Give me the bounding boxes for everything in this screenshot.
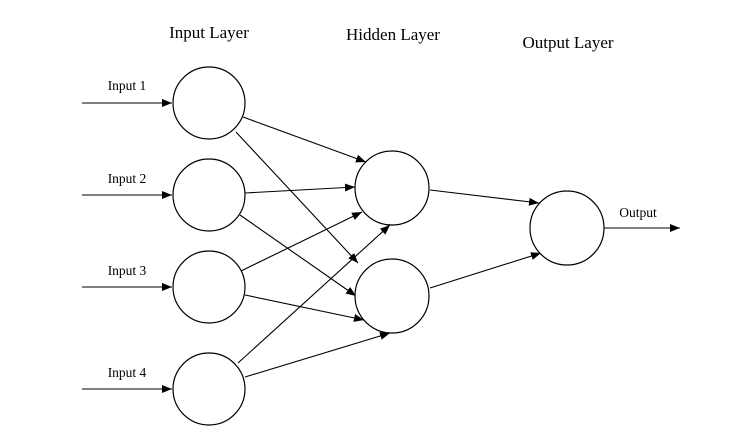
edge-input2-hidden2 bbox=[239, 214, 357, 297]
edge-hidden1-output bbox=[429, 189, 540, 206]
input-layer-title: Input Layer bbox=[169, 23, 249, 42]
input-label-3: Input 3 bbox=[108, 263, 147, 278]
edge-input2-hidden1 bbox=[244, 183, 356, 194]
hidden-node-1 bbox=[354, 150, 430, 226]
edge-input1-hidden1 bbox=[242, 116, 367, 163]
input-node-2 bbox=[172, 158, 246, 232]
output-label: Output bbox=[619, 205, 657, 220]
input-label-2: Input 2 bbox=[108, 171, 147, 186]
output-layer-title: Output Layer bbox=[522, 33, 613, 52]
input-node-4 bbox=[172, 352, 246, 426]
output-node bbox=[529, 190, 605, 266]
hidden-node-2 bbox=[354, 258, 430, 334]
edge-input4-hidden1 bbox=[237, 224, 391, 364]
hidden-layer-title: Hidden Layer bbox=[346, 25, 440, 44]
input-node-3 bbox=[172, 250, 246, 324]
input-label-4: Input 4 bbox=[108, 365, 147, 380]
edge-input3-hidden2 bbox=[244, 294, 365, 322]
edge-hidden2-output bbox=[429, 252, 542, 289]
input-node-1 bbox=[172, 66, 246, 140]
edge-input4-hidden2 bbox=[244, 332, 391, 378]
edge-input1-hidden2 bbox=[235, 131, 359, 264]
input-label-1: Input 1 bbox=[108, 78, 147, 93]
edge-input3-hidden1 bbox=[240, 211, 363, 272]
